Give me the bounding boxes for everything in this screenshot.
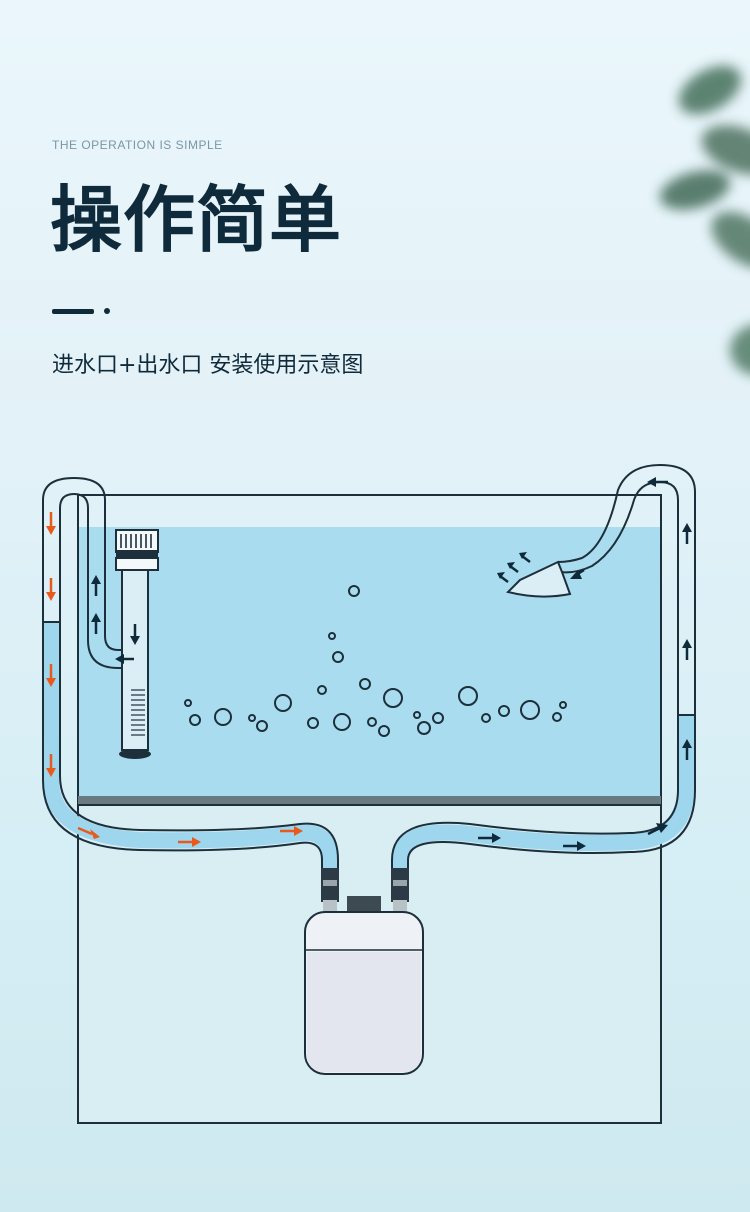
- arrow-icon: [46, 512, 303, 847]
- filter-icon: [115, 529, 159, 759]
- inlet-tube: [42, 476, 106, 622]
- installation-diagram: [42, 463, 696, 1124]
- subtitle-en: THE OPERATION IS SIMPLE: [52, 138, 223, 152]
- outlet-tube: [559, 480, 679, 715]
- siphon-tube: [87, 520, 122, 669]
- decor-line: [52, 309, 94, 314]
- tank-base: [78, 796, 661, 805]
- bubble-icon: [184, 585, 567, 737]
- leaf-icon: [659, 65, 750, 375]
- inlet-tube-water: [43, 622, 338, 880]
- pump-icon: [304, 896, 424, 1075]
- valve-icon: [321, 868, 409, 912]
- tank-water: [78, 527, 661, 797]
- diagram-caption: 进水口+出水口 安装使用示意图: [52, 353, 364, 378]
- outlet-icon: [506, 560, 572, 598]
- page-title: 操作简单: [50, 178, 343, 262]
- outlet-tube-water: [392, 715, 694, 880]
- decor-dot: [104, 308, 110, 314]
